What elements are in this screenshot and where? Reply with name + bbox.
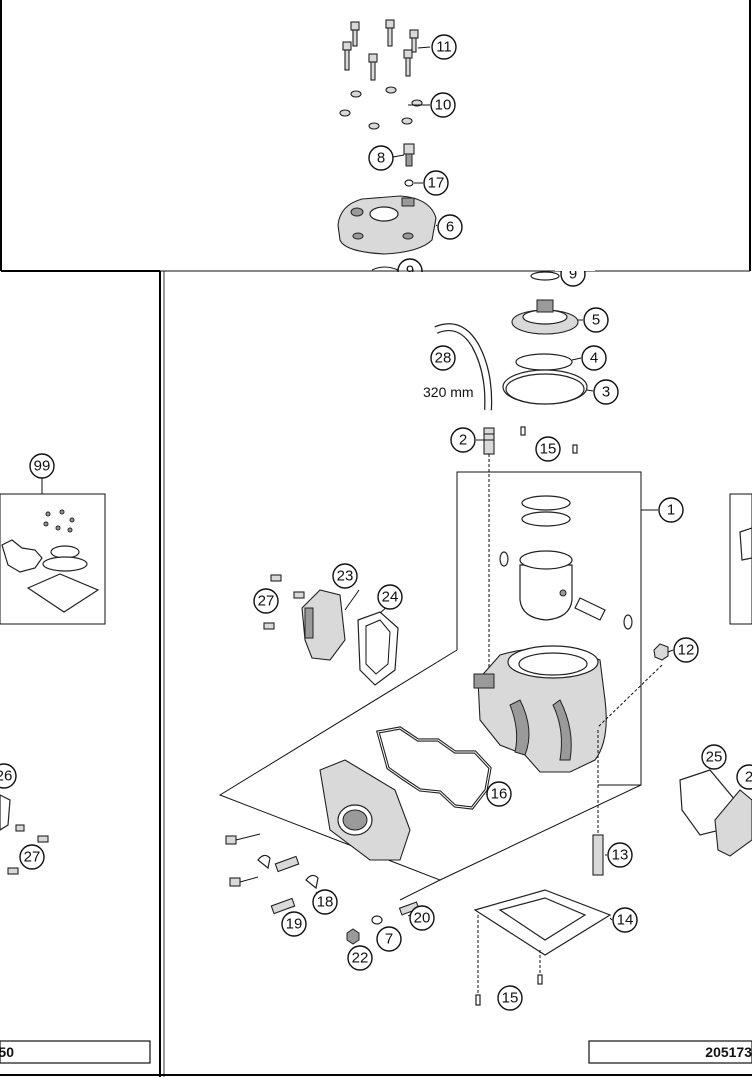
combustion-chamber-insert bbox=[511, 299, 579, 335]
callout-23: 23 bbox=[332, 563, 358, 589]
callout-19: 19 bbox=[281, 911, 307, 937]
callout-27-main: 27 bbox=[253, 588, 279, 614]
nut bbox=[597, 643, 669, 728]
panel-mask bbox=[380, 272, 440, 286]
nipple bbox=[483, 427, 495, 680]
o-rings bbox=[502, 353, 588, 405]
svg-text:18: 18 bbox=[317, 894, 334, 911]
cylinder-head bbox=[337, 195, 437, 255]
panel-mask-right bbox=[555, 258, 595, 271]
callout-28: 28 bbox=[430, 345, 456, 371]
callout-11: 11 bbox=[431, 34, 457, 60]
callout-1: 1 bbox=[658, 497, 684, 523]
callout-20: 20 bbox=[409, 905, 435, 931]
callout-13: 13 bbox=[607, 842, 633, 868]
piston-rings bbox=[521, 495, 571, 527]
svg-text:19: 19 bbox=[286, 916, 303, 933]
callout-17: 17 bbox=[423, 170, 449, 196]
piston-pin bbox=[574, 597, 633, 630]
svg-text:13: 13 bbox=[612, 847, 629, 864]
callout-12: 12 bbox=[673, 637, 699, 663]
callout-24: 24 bbox=[377, 584, 403, 610]
svg-text:12: 12 bbox=[678, 642, 695, 659]
temperature-sensor bbox=[403, 143, 415, 187]
svg-text:27: 27 bbox=[24, 849, 41, 866]
piston bbox=[499, 550, 573, 621]
callout-26-left: 26 bbox=[0, 763, 17, 789]
svg-text:99: 99 bbox=[34, 458, 51, 475]
stud bbox=[592, 730, 604, 876]
callout-6: 6 bbox=[437, 214, 463, 240]
callout-5: 5 bbox=[583, 307, 609, 333]
cylinder-base-gasket bbox=[473, 889, 612, 1006]
main-panel-code: 205173 bbox=[705, 1044, 752, 1060]
svg-text:8: 8 bbox=[377, 150, 385, 167]
callout-15-bottom: 15 bbox=[497, 985, 523, 1011]
svg-text:15: 15 bbox=[502, 990, 519, 1007]
callout-22: 22 bbox=[347, 945, 373, 971]
head-o-ring bbox=[530, 271, 560, 281]
reed-valve-cover bbox=[263, 574, 399, 686]
piston-kit-group-lines bbox=[456, 471, 658, 786]
exhaust-gasket bbox=[375, 726, 492, 810]
callout-10: 10 bbox=[430, 92, 456, 118]
callout-25: 25 bbox=[701, 744, 727, 770]
flange-bolts bbox=[225, 833, 420, 945]
svg-text:15: 15 bbox=[540, 441, 557, 458]
svg-text:20: 20 bbox=[414, 910, 431, 927]
cylinder bbox=[473, 645, 607, 773]
head-o-ring-top bbox=[371, 266, 399, 271]
callout-2-right-partial: 2 bbox=[736, 764, 752, 790]
svg-text:10: 10 bbox=[435, 97, 452, 114]
svg-text:2: 2 bbox=[459, 432, 467, 449]
svg-text:1: 1 bbox=[667, 502, 675, 519]
left-panel-code-box: 3050 bbox=[0, 1040, 151, 1064]
callout-8: 8 bbox=[368, 145, 394, 171]
dowel-pins bbox=[520, 426, 578, 454]
left-panel-code: 3050 bbox=[0, 1044, 14, 1060]
svg-text:26: 26 bbox=[0, 768, 12, 785]
svg-text:11: 11 bbox=[436, 39, 452, 56]
svg-text:9: 9 bbox=[569, 266, 577, 283]
callout-3: 3 bbox=[593, 379, 619, 405]
svg-text:5: 5 bbox=[592, 312, 600, 329]
callout-99: 99 bbox=[29, 453, 55, 479]
callout-15-top: 15 bbox=[535, 436, 561, 462]
hose-length-label: 320 mm bbox=[423, 384, 474, 400]
svg-text:3: 3 bbox=[602, 384, 610, 401]
cylinder-head-screws bbox=[342, 19, 419, 81]
callout-27-left: 27 bbox=[19, 844, 45, 870]
svg-text:7: 7 bbox=[385, 931, 393, 948]
gasket-kit-box bbox=[0, 478, 106, 625]
callout-14: 14 bbox=[612, 907, 638, 933]
callout-2: 2 bbox=[450, 427, 476, 453]
exhaust-flange-group-lines bbox=[218, 649, 642, 901]
callout-16: 16 bbox=[486, 781, 512, 807]
svg-text:6: 6 bbox=[446, 219, 454, 236]
svg-text:24: 24 bbox=[382, 589, 399, 606]
callout-4: 4 bbox=[581, 345, 607, 371]
svg-text:16: 16 bbox=[491, 786, 508, 803]
svg-text:27: 27 bbox=[258, 593, 275, 610]
callout-7: 7 bbox=[376, 926, 402, 952]
hose bbox=[434, 323, 493, 411]
callout-18: 18 bbox=[312, 889, 338, 915]
washers bbox=[339, 86, 423, 130]
svg-text:17: 17 bbox=[428, 175, 445, 192]
svg-text:4: 4 bbox=[590, 350, 598, 367]
svg-text:25: 25 bbox=[706, 749, 723, 766]
svg-text:23: 23 bbox=[337, 568, 354, 585]
svg-text:2: 2 bbox=[745, 769, 752, 786]
right-panel-parts bbox=[679, 493, 752, 857]
left-panel-parts bbox=[0, 794, 49, 875]
main-panel-code-box: 205173 bbox=[588, 1040, 752, 1064]
svg-text:22: 22 bbox=[352, 950, 369, 967]
svg-text:28: 28 bbox=[435, 350, 452, 367]
svg-text:14: 14 bbox=[617, 912, 634, 929]
exhaust-flange bbox=[319, 759, 411, 861]
